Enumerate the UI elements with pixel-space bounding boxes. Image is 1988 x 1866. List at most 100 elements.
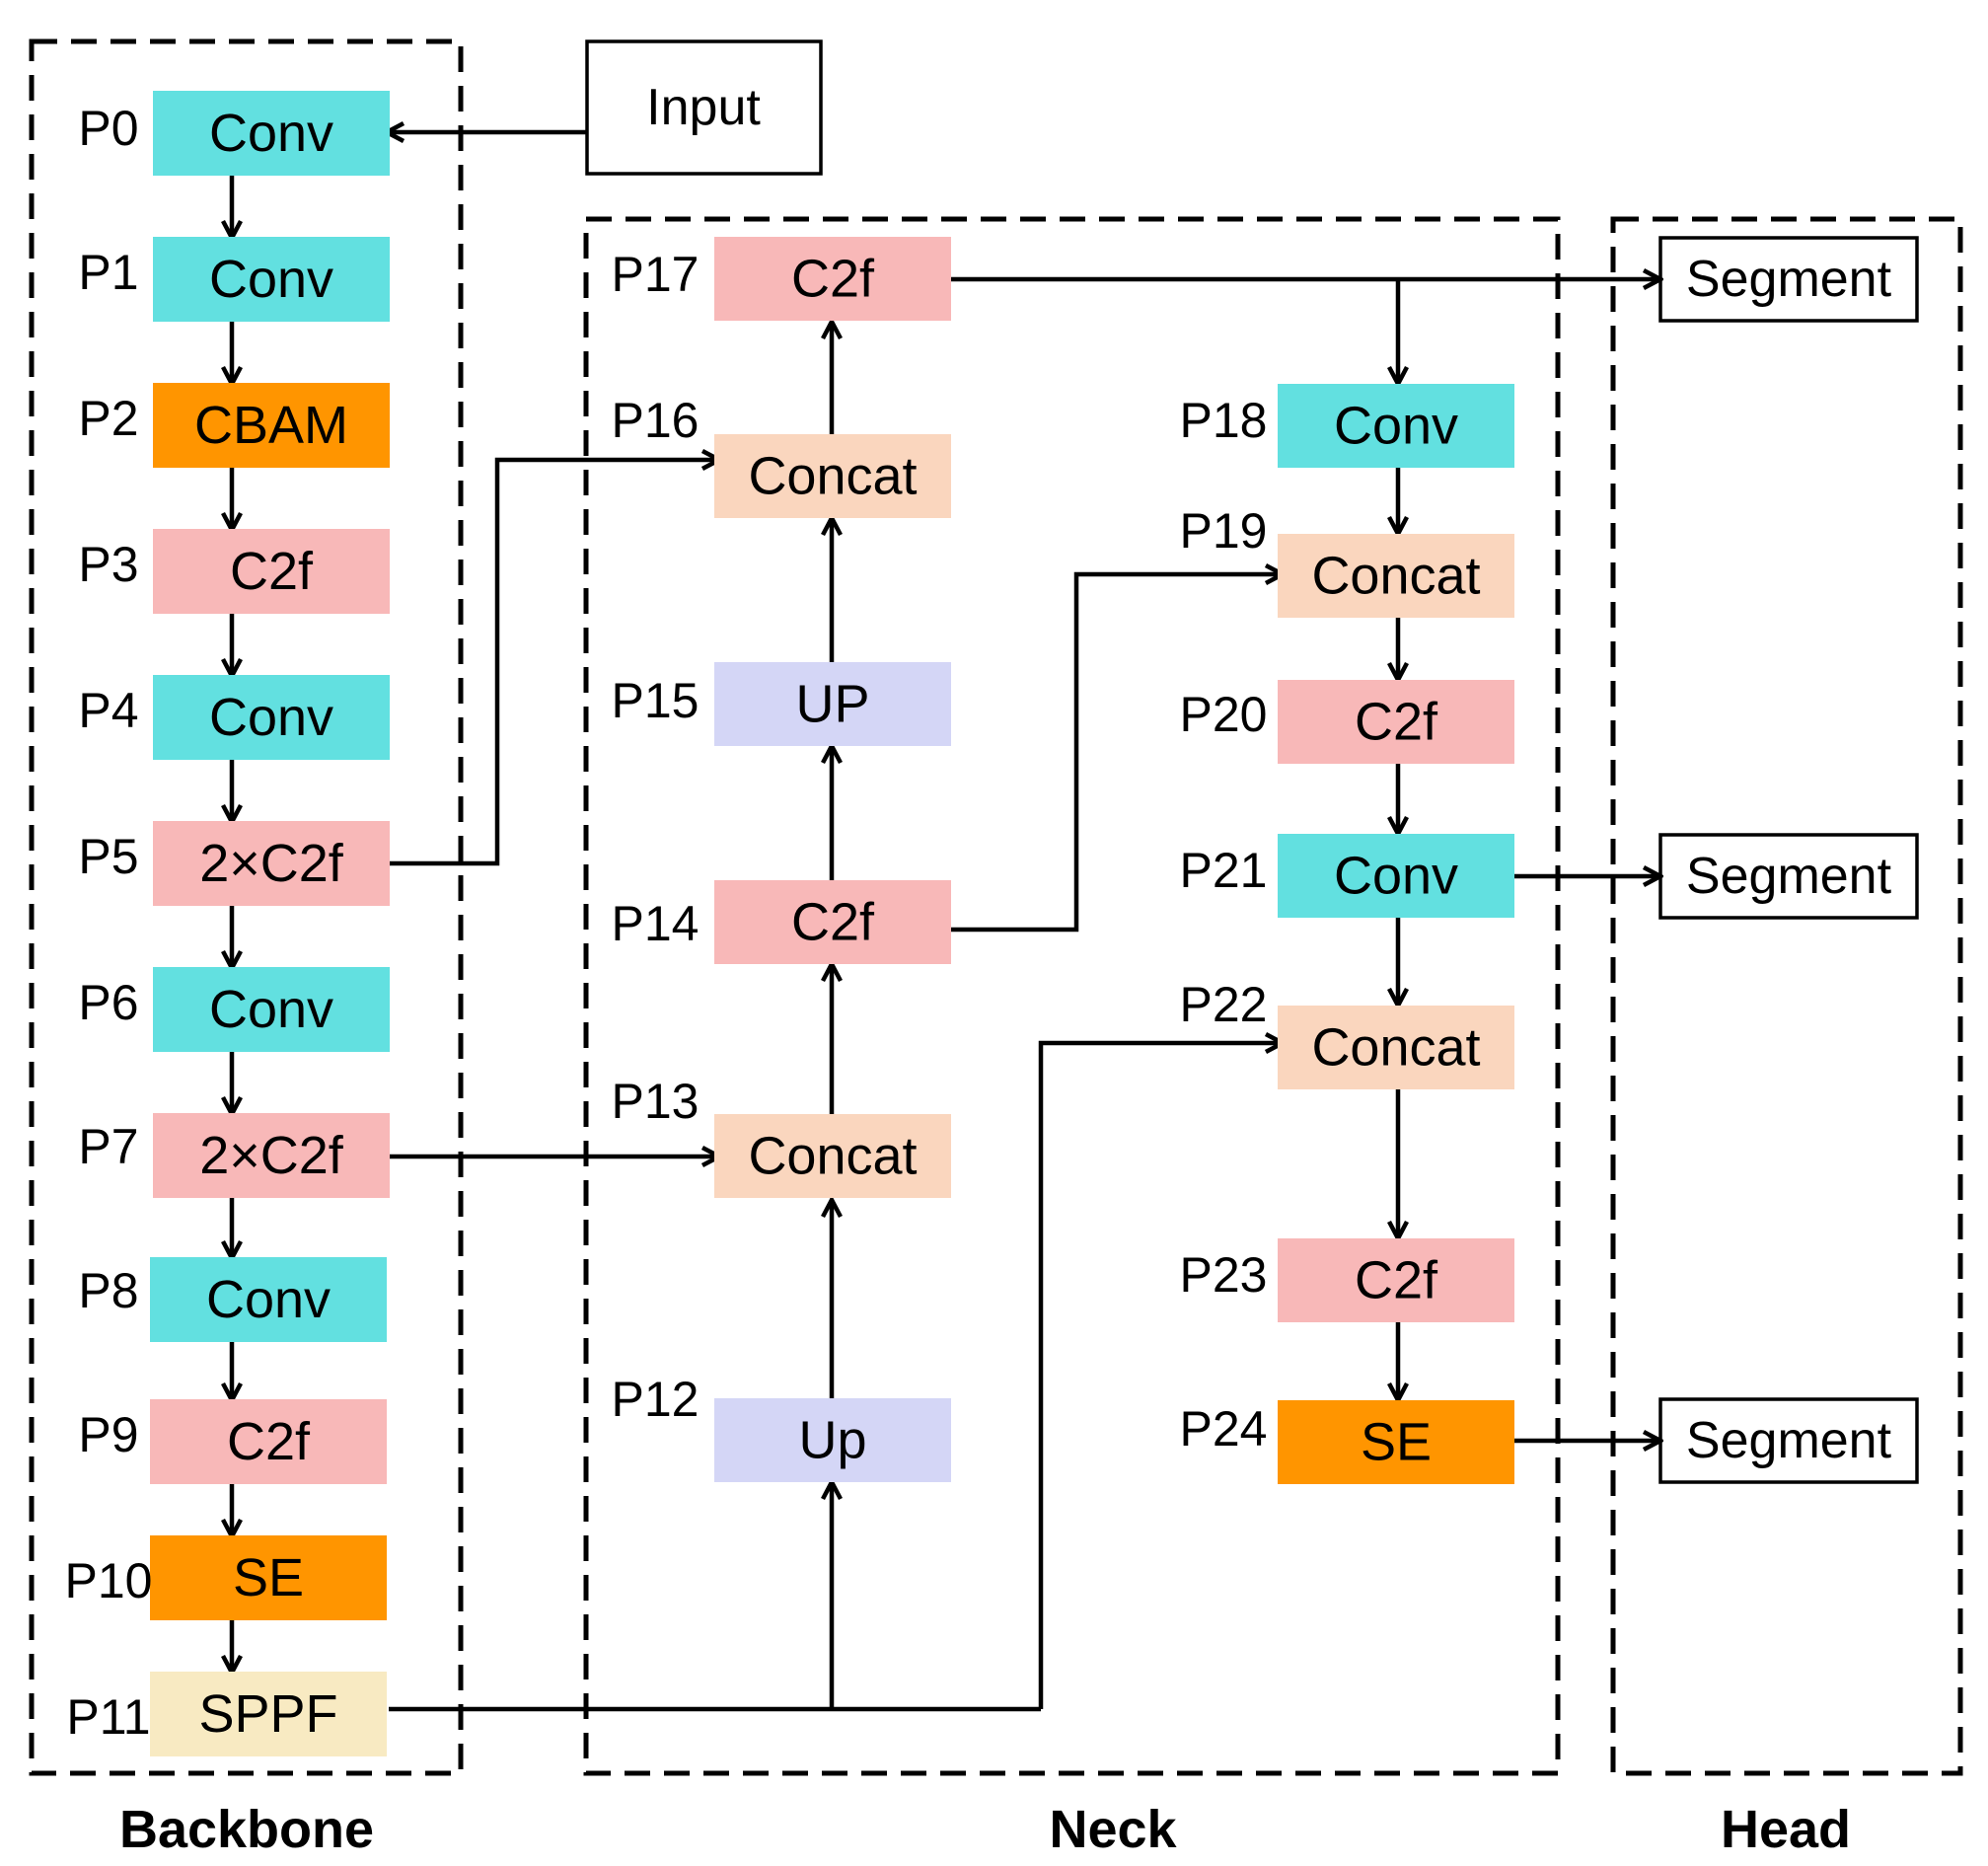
node-label-p21: Conv bbox=[1334, 847, 1458, 906]
segment-output-2: Segment bbox=[1658, 833, 1919, 920]
node-box-p9 bbox=[150, 1399, 387, 1484]
node-label-p2: CBAM bbox=[194, 396, 348, 455]
node-p24: SE P24 bbox=[1180, 1400, 1514, 1484]
edges bbox=[232, 132, 1660, 1712]
node-p23: C2f P23 bbox=[1180, 1238, 1514, 1322]
neck-region bbox=[583, 216, 1561, 1776]
layer-index-p16: P16 bbox=[612, 393, 699, 448]
backbone-region bbox=[29, 38, 464, 1776]
layer-index-p24: P24 bbox=[1180, 1401, 1268, 1456]
segment-box-2 bbox=[1658, 833, 1919, 920]
edge-p5-p16 bbox=[389, 460, 719, 866]
node-label-p5: 2×C2f bbox=[199, 834, 344, 893]
head-region bbox=[1610, 216, 1963, 1776]
node-p2: CBAM P2 bbox=[78, 383, 390, 468]
node-p14: C2f P14 bbox=[612, 880, 951, 964]
layer-index-p20: P20 bbox=[1180, 687, 1268, 742]
node-p12: Up P12 bbox=[612, 1372, 951, 1482]
layer-index-p9: P9 bbox=[78, 1407, 138, 1462]
node-box-p18 bbox=[1278, 384, 1514, 468]
node-box-p4 bbox=[153, 675, 390, 760]
layer-index-p4: P4 bbox=[78, 683, 138, 738]
node-p8: Conv P8 bbox=[78, 1257, 387, 1342]
node-label-p8: Conv bbox=[206, 1270, 331, 1329]
node-box-p1 bbox=[153, 237, 390, 322]
node-box-p24 bbox=[1278, 1400, 1514, 1484]
node-label-p1: Conv bbox=[209, 250, 333, 309]
layer-index-p15: P15 bbox=[612, 673, 699, 728]
node-label-p23: C2f bbox=[1355, 1251, 1438, 1310]
node-box-p2 bbox=[153, 383, 390, 468]
node-box-p14 bbox=[714, 880, 951, 964]
node-box-p23 bbox=[1278, 1238, 1514, 1322]
node-box-p3 bbox=[153, 529, 390, 614]
node-label-p22: Concat bbox=[1311, 1018, 1480, 1078]
node-box-p20 bbox=[1278, 680, 1514, 764]
layer-index-p3: P3 bbox=[78, 537, 138, 592]
layer-index-p12: P12 bbox=[612, 1372, 699, 1427]
node-p3: C2f P3 bbox=[78, 529, 390, 614]
node-box-p21 bbox=[1278, 834, 1514, 918]
backbone-title: Backbone bbox=[119, 1800, 374, 1859]
node-label-p3: C2f bbox=[230, 542, 314, 601]
node-box-p6 bbox=[153, 967, 390, 1052]
nodes: ConvP0ConvP1CBAMP2C2fP3ConvP42×C2fP5Conv… bbox=[65, 91, 1514, 1756]
layer-index-p17: P17 bbox=[612, 247, 699, 302]
neck-title: Neck bbox=[1049, 1800, 1177, 1859]
segment-output-3: Segment bbox=[1658, 1397, 1919, 1484]
node-label-p14: C2f bbox=[791, 893, 875, 952]
node-label-p19: Concat bbox=[1311, 547, 1480, 606]
input-label: Input bbox=[646, 79, 761, 136]
layer-index-p2: P2 bbox=[78, 391, 138, 446]
node-p11: SPPF P11 bbox=[66, 1672, 387, 1756]
segment-box-3 bbox=[1658, 1397, 1919, 1484]
segment-output-1: Segment bbox=[1658, 236, 1919, 323]
node-p9: C2f P9 bbox=[78, 1399, 387, 1484]
segment-label-1: Segment bbox=[1686, 251, 1892, 308]
layer-index-p11: P11 bbox=[66, 1689, 150, 1745]
node-box-p8 bbox=[150, 1257, 387, 1342]
node-label-p13: Concat bbox=[748, 1127, 917, 1186]
node-p20: C2f P20 bbox=[1180, 680, 1514, 764]
node-box-p0 bbox=[153, 91, 390, 176]
layer-index-p5: P5 bbox=[78, 829, 138, 884]
node-box-p16 bbox=[714, 434, 951, 518]
edge-p14-p19 bbox=[949, 574, 1283, 933]
node-label-p18: Conv bbox=[1334, 397, 1458, 456]
node-label-p12: Up bbox=[798, 1411, 866, 1470]
node-p5: 2×C2f P5 bbox=[78, 821, 390, 906]
node-box-p12 bbox=[714, 1398, 951, 1482]
layer-index-p21: P21 bbox=[1180, 843, 1268, 898]
node-label-p24: SE bbox=[1361, 1413, 1432, 1472]
head-title: Head bbox=[1721, 1800, 1851, 1859]
node-label-p0: Conv bbox=[209, 104, 333, 163]
segment-label-3: Segment bbox=[1686, 1412, 1892, 1469]
segment-label-2: Segment bbox=[1686, 848, 1892, 905]
layer-index-p10: P10 bbox=[65, 1553, 153, 1608]
node-label-p20: C2f bbox=[1355, 693, 1438, 752]
node-box-p5 bbox=[153, 821, 390, 906]
node-label-p7: 2×C2f bbox=[199, 1126, 344, 1185]
node-box-p17 bbox=[714, 237, 951, 321]
node-label-p11: SPPF bbox=[198, 1684, 337, 1744]
layer-index-p1: P1 bbox=[78, 245, 138, 300]
node-label-p9: C2f bbox=[227, 1412, 311, 1471]
node-label-p6: Conv bbox=[209, 980, 333, 1039]
edge-p11-p22 bbox=[1038, 1043, 1283, 1709]
layer-index-p14: P14 bbox=[612, 896, 699, 951]
layer-index-p23: P23 bbox=[1180, 1247, 1268, 1303]
layer-index-p8: P8 bbox=[78, 1263, 138, 1318]
node-box-p22 bbox=[1278, 1006, 1514, 1089]
